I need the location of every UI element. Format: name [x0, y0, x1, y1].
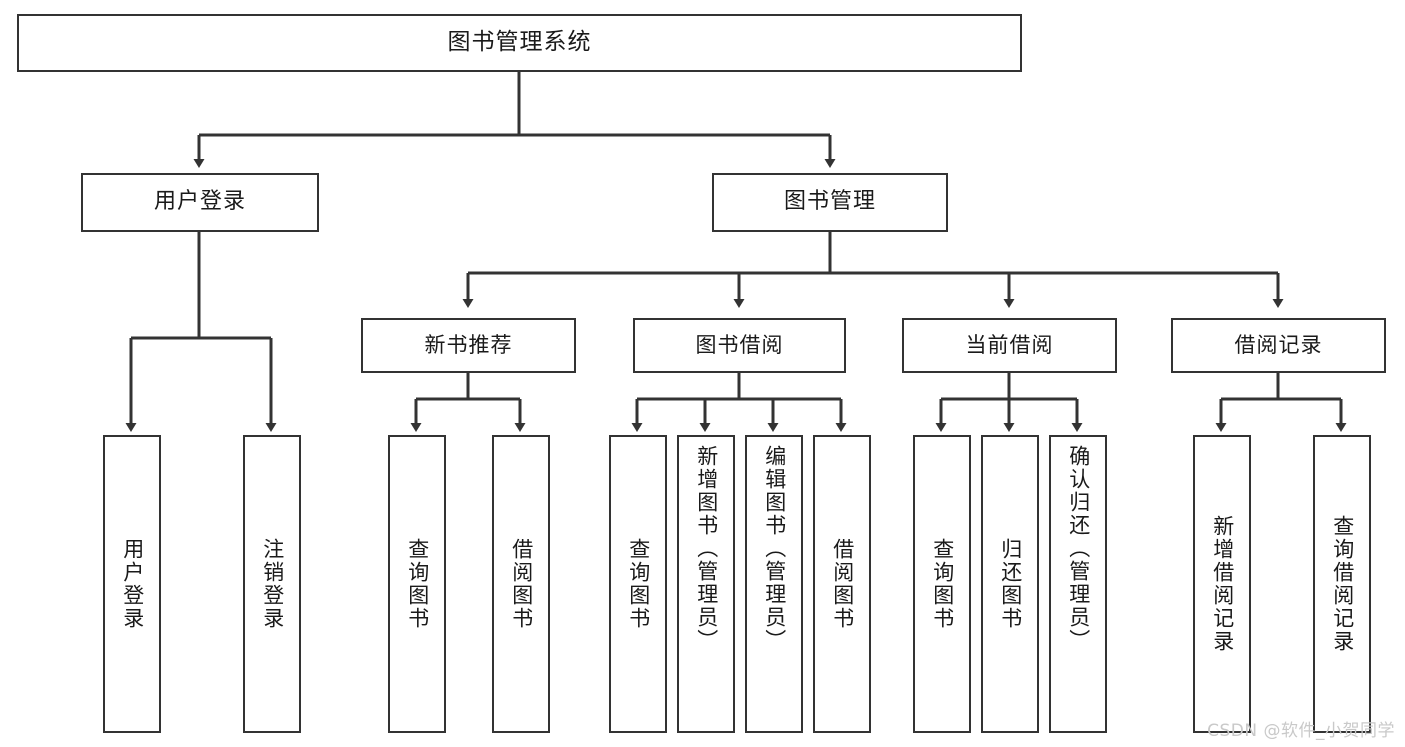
- leaf-borrow-query-book[interactable]: 查询图书: [609, 435, 667, 733]
- node-root-system[interactable]: 图书管理系统: [17, 14, 1022, 72]
- leaf-new-book-query-book[interactable]: 查询图书: [388, 435, 446, 733]
- leaf-borrow-add-book-admin[interactable]: 新增图书（管理员）: [677, 435, 735, 733]
- leaf-current-query-book[interactable]: 查询图书: [913, 435, 971, 733]
- leaf-current-confirm-return-admin[interactable]: 确认归还（管理员）: [1049, 435, 1107, 733]
- node-book-management[interactable]: 图书管理: [712, 173, 948, 232]
- leaf-label: 查询借阅记录: [1330, 515, 1355, 653]
- leaf-label: 新增借阅记录: [1210, 515, 1235, 653]
- node-label: 图书管理: [783, 189, 876, 215]
- leaf-label: 归还图书: [998, 538, 1023, 630]
- leaf-current-return-book[interactable]: 归还图书: [981, 435, 1039, 733]
- node-label: 图书管理系统: [447, 29, 592, 56]
- leaf-label: 新增图书（管理员）: [694, 445, 719, 652]
- watermark-text: CSDN @软件_小贺同学: [1207, 721, 1395, 741]
- leaf-label: 查询图书: [626, 538, 651, 630]
- leaf-label: 确认归还（管理员）: [1066, 445, 1091, 652]
- node-book-borrow[interactable]: 图书借阅: [633, 318, 846, 373]
- leaf-record-query-record[interactable]: 查询借阅记录: [1313, 435, 1371, 733]
- node-label: 借阅记录: [1234, 332, 1323, 357]
- leaf-label: 借阅图书: [509, 538, 534, 630]
- node-user-login[interactable]: 用户登录: [81, 173, 319, 232]
- node-label: 新书推荐: [424, 332, 513, 357]
- leaf-label: 借阅图书: [830, 538, 855, 630]
- leaf-label: 注销登录: [260, 538, 285, 630]
- node-label: 用户登录: [153, 189, 246, 215]
- leaf-record-add-record[interactable]: 新增借阅记录: [1193, 435, 1251, 733]
- leaf-borrow-edit-book-admin[interactable]: 编辑图书（管理员）: [745, 435, 803, 733]
- leaf-label: 编辑图书（管理员）: [762, 445, 787, 652]
- leaf-user-login-login[interactable]: 用户登录: [103, 435, 161, 733]
- leaf-borrow-borrow-book[interactable]: 借阅图书: [813, 435, 871, 733]
- node-label: 图书借阅: [695, 332, 784, 357]
- node-label: 当前借阅: [965, 332, 1054, 357]
- leaf-label: 用户登录: [120, 538, 145, 630]
- node-borrow-record[interactable]: 借阅记录: [1171, 318, 1386, 373]
- node-new-book-recommend[interactable]: 新书推荐: [361, 318, 576, 373]
- leaf-user-login-logout[interactable]: 注销登录: [243, 435, 301, 733]
- leaf-label: 查询图书: [405, 538, 430, 630]
- node-current-borrow[interactable]: 当前借阅: [902, 318, 1117, 373]
- leaf-label: 查询图书: [930, 538, 955, 630]
- leaf-new-book-borrow-book[interactable]: 借阅图书: [492, 435, 550, 733]
